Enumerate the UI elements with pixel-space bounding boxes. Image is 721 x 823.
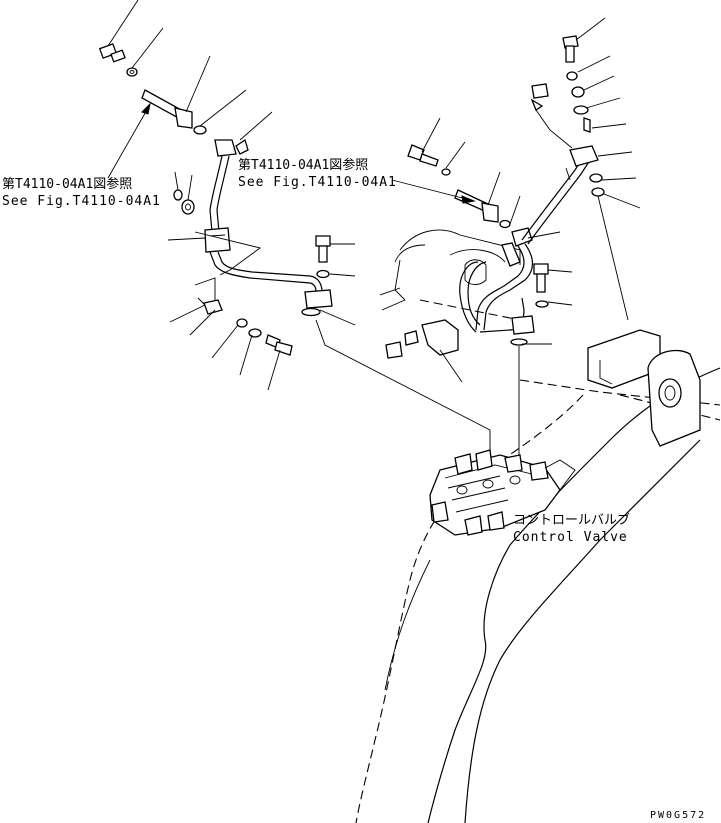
- leader-lines-left: [107, 0, 491, 490]
- leader-lines-right: [391, 17, 641, 517]
- center-component: [379, 229, 521, 321]
- right-pipe-assembly: [385, 35, 605, 359]
- left-pipe-assembly: [98, 43, 333, 356]
- ref-right-en: See Fig.T4110-04A1: [238, 175, 397, 190]
- ref-right-jp: 第T4110-04A1図参照: [238, 158, 369, 173]
- ref-left-jp: 第T4110-04A1図参照: [2, 177, 133, 192]
- drawing-code: PW0G572: [650, 810, 707, 821]
- ref-left-en: See Fig.T4110-04A1: [2, 194, 161, 209]
- control-valve: [429, 449, 576, 536]
- control-valve-label-en: Control Valve: [513, 530, 628, 545]
- control-valve-label-jp: コントロールバルブ: [513, 513, 631, 528]
- boom-outline: [355, 329, 721, 823]
